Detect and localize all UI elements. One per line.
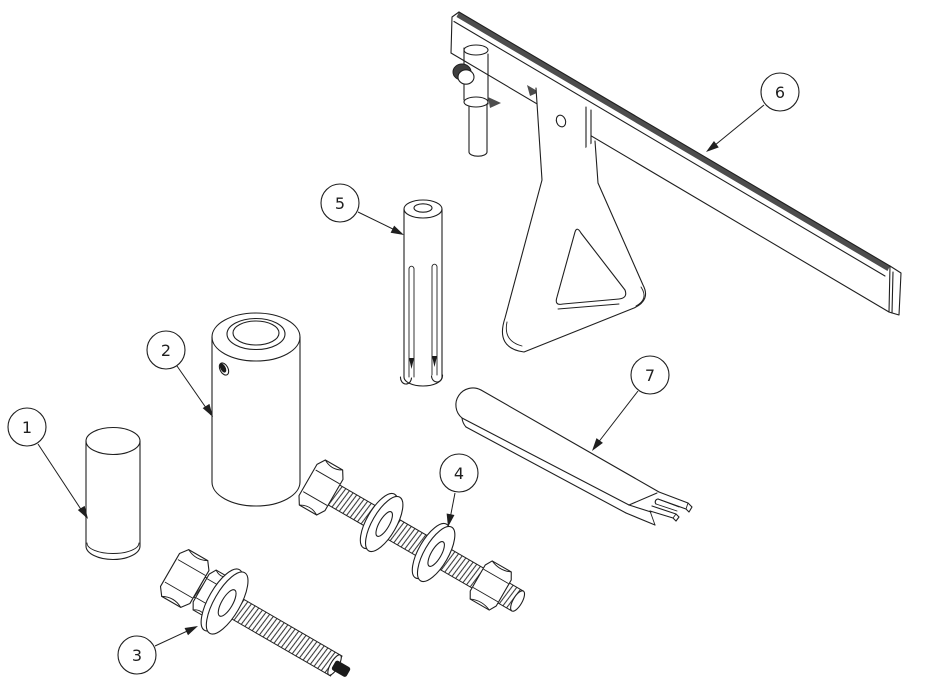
pin-bottom-arc (468, 151, 488, 157)
callout-5-number: 5 (335, 194, 345, 213)
callout-3-number: 3 (132, 646, 142, 665)
callout-1-arrowhead (77, 505, 88, 519)
prybar-butt-arc (455, 387, 482, 419)
tube-foot-right (430, 374, 444, 383)
sleeve-top-face (211, 312, 301, 362)
bar-end-sleeve-and-pin (452, 44, 489, 157)
bolt4-washer-2 (411, 522, 456, 583)
pin-chamfer-line (86, 542, 140, 554)
part-4-threaded-rod (298, 459, 526, 612)
bolt4-hex-nut (469, 560, 512, 611)
tube-foot-left (399, 376, 413, 385)
callout-3-arrowhead (184, 626, 198, 636)
pin-body (469, 100, 487, 152)
bolt4-washer-1 (359, 492, 404, 553)
tube-top-face (403, 199, 443, 219)
sleeve-body (464, 46, 488, 104)
prybar-tip-lower (628, 504, 652, 513)
bolt4-rounded-tip (510, 590, 526, 612)
part-2-cylindrical-sleeve (211, 312, 301, 507)
callout-4: 4 (439, 453, 479, 527)
callout-2-arrowhead (202, 403, 213, 417)
callout-2-number: 2 (161, 341, 171, 360)
stirrup-bottom-thickness (557, 303, 620, 310)
tube-slot-left (408, 265, 415, 378)
stirrup-corner-fold (505, 321, 523, 347)
fork-notch-upper (657, 498, 680, 508)
bar-left-end (450, 11, 460, 54)
tube-slot-right (431, 263, 438, 376)
part-5-slotted-tube (399, 199, 444, 387)
callout-4-number: 4 (454, 464, 464, 483)
bar-right-end-face (888, 265, 902, 316)
bar-flange-line (453, 20, 886, 277)
pin-bottom-edge (85, 545, 141, 561)
callout-3: 3 (117, 626, 198, 675)
sleeve-counterbore (226, 317, 286, 351)
boss-front-face (457, 69, 475, 85)
prybar-tip-bottom (625, 512, 656, 526)
callout-3-balloon (117, 635, 157, 675)
callout-6-arrowhead (706, 140, 719, 152)
bolt3-washer (200, 568, 249, 635)
bar-top-edge (458, 11, 891, 267)
callout-6: 6 (706, 72, 800, 152)
tube-bore (413, 203, 433, 213)
prybar-upper-edge (480, 389, 660, 493)
bar-top-edge-shading (456, 12, 890, 271)
bolt3-dark-tip-pin (331, 660, 351, 677)
callout-5: 5 (320, 183, 404, 235)
stirrup-inner-cutout (555, 228, 627, 305)
callout-5-balloon (320, 183, 360, 223)
slot-shadow-right (432, 356, 437, 367)
bolt3-hex-head (159, 549, 210, 608)
callout-5-arrowhead (390, 225, 404, 235)
callout-2-balloon (146, 330, 186, 370)
callout-1: 1 (7, 407, 88, 519)
part-1-cylinder-pin (85, 426, 141, 561)
bolt4-hex-head (298, 459, 344, 516)
pin-top-face (85, 426, 141, 456)
bar-web-bottom-edge (450, 52, 890, 313)
part-7-pry-bar (455, 387, 693, 526)
callout-4-arrowhead (446, 513, 455, 527)
prybar-bottom-edge (465, 426, 627, 514)
plate-hole (555, 114, 567, 128)
sleeve-bottom-edge (211, 481, 301, 507)
slot-shadow-left (409, 358, 414, 369)
callout-7-arrowhead (592, 438, 603, 451)
callout-6-number: 6 (775, 83, 785, 102)
callout-1-number: 1 (22, 418, 32, 437)
part-3-hex-bolt (159, 549, 351, 677)
callout-6-balloon (760, 72, 800, 112)
fork-upper-tooth (657, 491, 693, 513)
sleeve-side-hole (218, 362, 230, 376)
fork-notch-lower (655, 503, 678, 512)
callout-1-balloon (7, 407, 47, 447)
fork-tip-edge (649, 510, 656, 526)
bar-right-end-fold (891, 271, 894, 314)
sleeve-bore (232, 320, 280, 346)
callout-7: 7 (592, 355, 670, 451)
triangular-stirrup (501, 140, 647, 353)
callout-7-balloon (630, 355, 670, 395)
weld-wedge-left (488, 97, 501, 108)
bar-web-face (451, 12, 901, 315)
stirrup-outer-edge (501, 140, 647, 353)
prybar-face-lower-edge (461, 417, 630, 506)
fork-lower-tooth (649, 505, 680, 522)
prybar-bend-line (628, 492, 658, 506)
callout-4-balloon (439, 453, 479, 493)
stirrup-right-corner-fold (635, 286, 645, 307)
callout-7-number: 7 (645, 366, 655, 385)
callout-2: 2 (146, 330, 213, 417)
sleeve-bottom-rim (463, 96, 489, 108)
part-6-support-bar (450, 11, 902, 353)
prybar-fork (649, 491, 693, 526)
sleeve-side-hole-shadow (219, 363, 227, 373)
